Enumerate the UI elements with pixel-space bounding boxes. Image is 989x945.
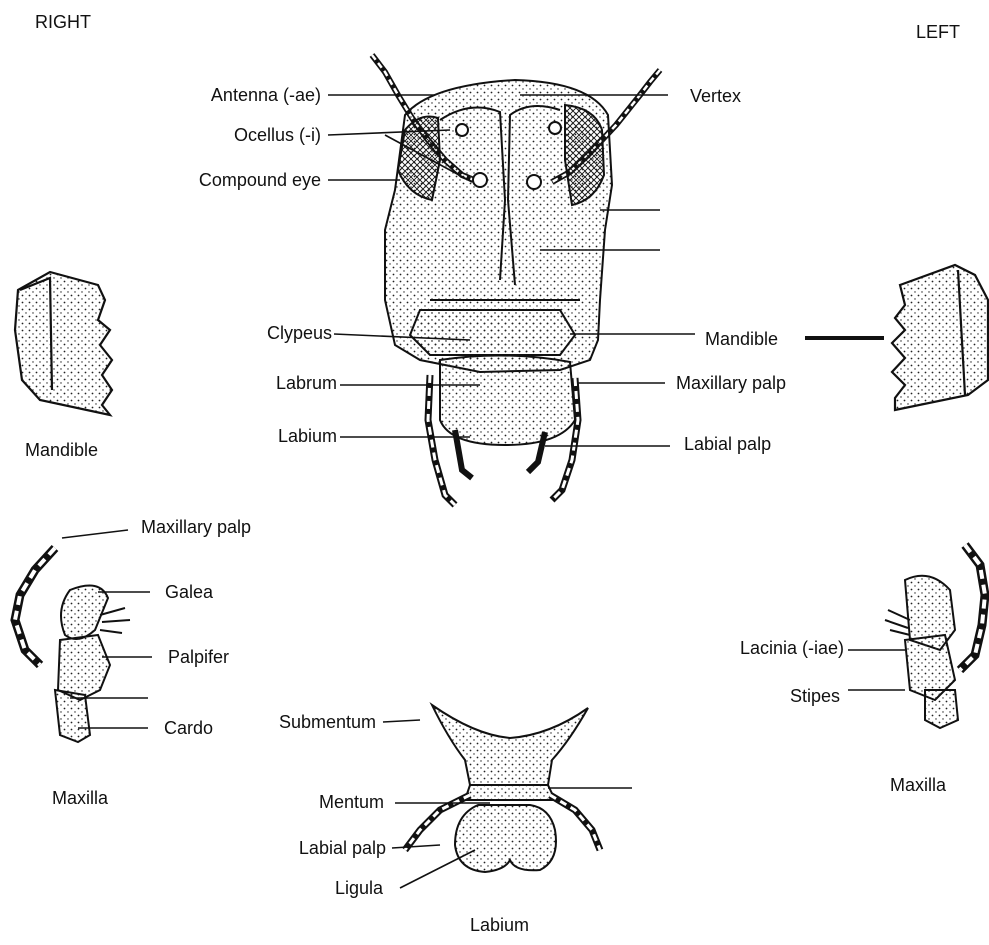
clypeus-shape — [410, 310, 575, 355]
orientation-left-label: LEFT — [916, 22, 960, 42]
palpifer-label: Palpifer — [168, 647, 229, 667]
mentum-shape — [465, 785, 555, 800]
mandible-right-illustration — [15, 272, 112, 415]
vertex-label: Vertex — [690, 86, 741, 106]
labium-head-label: Labium — [278, 426, 337, 446]
maxilla-right-illustration — [15, 548, 130, 742]
cardo-label: Cardo — [164, 718, 213, 738]
compound-eye-label: Compound eye — [199, 170, 321, 190]
orientation-right-label: RIGHT — [35, 12, 91, 32]
mentum-label: Mentum — [319, 792, 384, 812]
mandible-left-illustration — [892, 265, 988, 410]
maxillary-palp-label: Maxillary palp — [141, 517, 251, 537]
mandible-right-caption: Mandible — [25, 440, 98, 460]
maxilla-left-leader-lines — [848, 650, 905, 690]
antenna-label: Antenna (-ae) — [211, 85, 321, 105]
stipes-label: Stipes — [790, 686, 840, 706]
labial-palp-head-label: Labial palp — [684, 434, 771, 454]
labrum-label: Labrum — [276, 373, 337, 393]
ligula-shape — [455, 805, 556, 872]
ocellus-label: Ocellus (-i) — [234, 125, 321, 145]
lacinia-label: Lacinia (-iae) — [740, 638, 844, 658]
labial-palp-label: Labial palp — [299, 838, 386, 858]
submentum-shape — [432, 705, 588, 785]
clypeus-label: Clypeus — [267, 323, 332, 343]
labrum-shape — [440, 355, 575, 445]
galea-label: Galea — [165, 582, 213, 602]
maxilla-left-caption: Maxilla — [890, 775, 946, 795]
maxilla-right-caption: Maxilla — [52, 788, 108, 808]
submentum-label: Submentum — [279, 712, 376, 732]
maxilla-left-illustration — [885, 545, 985, 728]
maxillary-palp-head-label: Maxillary palp — [676, 373, 786, 393]
labium-caption: Labium — [470, 915, 529, 935]
ligula-label: Ligula — [335, 878, 383, 898]
mandible-head-label: Mandible — [705, 329, 778, 349]
